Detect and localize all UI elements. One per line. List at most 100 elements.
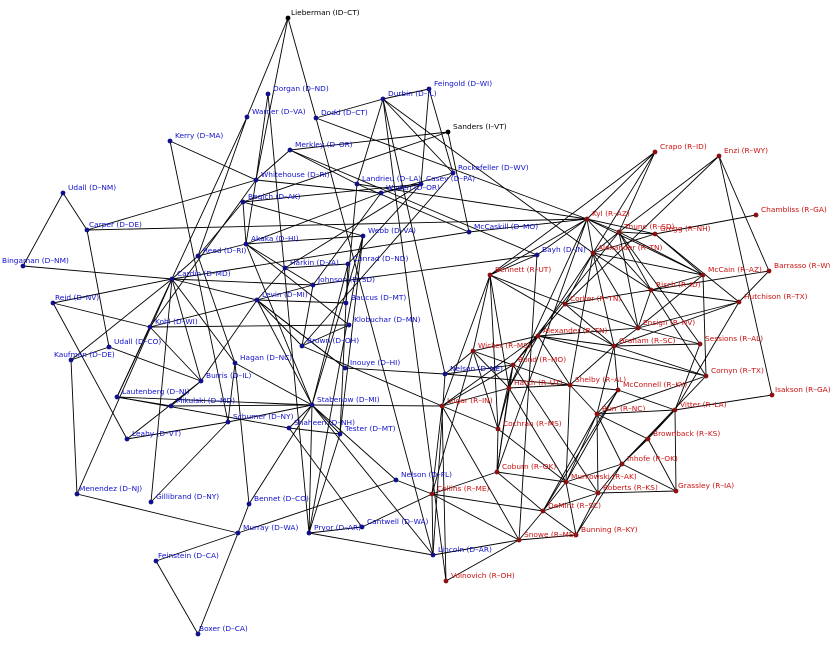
edge-thune-alexander_mid xyxy=(592,231,620,254)
node-bennett xyxy=(487,272,493,278)
edge-cardin-gillibrand xyxy=(150,278,173,503)
node-label-ensign: Ensign (R–NV) xyxy=(643,318,695,327)
edge-kyl-bennett xyxy=(489,218,588,276)
node-boxer xyxy=(195,631,201,637)
node-graham xyxy=(611,343,617,349)
edge-landrieu-baucus xyxy=(345,183,358,304)
edge-harkin-conrad xyxy=(284,263,349,269)
node-nelson_fl xyxy=(393,477,399,483)
node-label-lugar: Lugar (R–IN) xyxy=(447,396,493,405)
edge-stabenow-webb xyxy=(311,235,364,406)
node-label-wyden: Wyden (D–OR) xyxy=(386,183,440,192)
node-tester xyxy=(337,431,343,437)
edge-mccain-risch xyxy=(650,274,704,291)
node-hatch xyxy=(506,385,512,391)
node-whitehouse xyxy=(253,177,259,183)
edge-alexander_mid-corker xyxy=(564,252,594,305)
edge-bennett-corker xyxy=(489,274,566,305)
edge-kyl-gregg xyxy=(586,218,656,235)
edge-mikulski-stabenow xyxy=(170,404,313,407)
node-udall_nm xyxy=(60,190,66,196)
node-brown xyxy=(299,343,305,349)
edge-lieberman-warner xyxy=(246,17,289,118)
edge-burr-brownback xyxy=(596,413,649,440)
node-label-cardin: Cardin (D–MD) xyxy=(177,269,231,278)
edge-shaheen-tester xyxy=(288,427,341,435)
node-label-dorgan: Dorgan (D–ND) xyxy=(273,84,329,93)
edge-cardin-reid xyxy=(52,278,173,304)
edge-bennett-graham xyxy=(489,274,615,347)
node-harkin xyxy=(282,265,288,271)
edge-kaufman-menendez xyxy=(70,359,78,495)
edge-burris-leahy xyxy=(126,380,202,440)
node-kyl xyxy=(584,216,590,222)
node-label-sessions: Sessions (R–AL) xyxy=(705,334,763,343)
node-label-cantwell: Cantwell (D–WA) xyxy=(367,517,429,526)
node-label-reed: Reed (D–RI) xyxy=(203,246,247,255)
edge-kyl-hatch xyxy=(508,218,588,389)
edge-baucus-levin xyxy=(256,299,347,304)
edge-dorgan-pryor xyxy=(267,93,310,534)
edge-inhofe-roberts xyxy=(597,463,623,494)
node-label-vitter: Vitter (R–LA) xyxy=(680,400,727,409)
node-label-rockefeller: Rockefeller (D–WV) xyxy=(458,163,529,172)
edge-whitehouse-carper xyxy=(86,179,257,231)
edge-webb-begich xyxy=(242,201,364,237)
node-merkley xyxy=(287,147,293,153)
node-label-cornyn: Cornyn (R–TX) xyxy=(711,366,764,375)
edge-bennet-hagan xyxy=(234,362,250,505)
edge-shaheen-cantwell xyxy=(288,427,363,528)
node-label-reid: Reid (D–NV) xyxy=(55,293,99,302)
node-landrieu xyxy=(354,181,360,187)
node-sanders xyxy=(445,129,451,135)
node-label-durbin: Durbin (D–IL) xyxy=(388,89,437,98)
edge-hagan-schumer xyxy=(227,362,236,423)
node-casey xyxy=(418,181,424,187)
node-reid xyxy=(50,300,56,306)
node-cochran xyxy=(495,426,501,432)
node-label-hatch: Hatch (R–UT) xyxy=(514,378,563,387)
edge-durbin-alexander_mid xyxy=(382,98,594,254)
edge-barrasso-hutchison xyxy=(738,270,770,303)
node-pryor xyxy=(306,530,312,536)
edge-warner-reed xyxy=(197,116,248,257)
edge-schumer-gillibrand xyxy=(150,421,229,503)
node-label-johnson: Johnson (D–SD) xyxy=(317,275,375,284)
edge-murray-feinstein xyxy=(155,532,239,562)
node-label-burris: Burris (D–IL) xyxy=(206,371,252,380)
node-shelby xyxy=(567,382,573,388)
edge-merkley-whitehouse xyxy=(255,149,291,181)
edge-feingold-casey xyxy=(420,88,430,185)
node-label-murkowski: Murkowski (R–AK) xyxy=(571,472,637,481)
edge-brownback-grassley xyxy=(647,438,677,492)
edge-sanders-merkley xyxy=(289,131,449,151)
node-bayh xyxy=(534,252,540,258)
node-label-snowe: Snowe (R–ME) xyxy=(524,530,577,539)
edge-lugar-voinovich xyxy=(441,405,447,582)
edge-levin-kohl xyxy=(149,299,258,328)
edge-nelson_fl-murray xyxy=(237,479,397,534)
edge-graham-burr xyxy=(596,345,615,415)
edge-lugar-snowe xyxy=(441,405,520,541)
node-label-cochran: Cochran (R–MS) xyxy=(503,419,562,428)
node-label-lautenberg: Lautenberg (D–NJ) xyxy=(122,387,190,396)
node-label-hutchison: Hutchison (R–TX) xyxy=(744,292,808,301)
edge-graham-mcconnell xyxy=(613,345,619,391)
edge-akaka-reed xyxy=(197,243,247,257)
edge-reid-leahy xyxy=(52,302,128,440)
node-label-risch: Risch (R–ID) xyxy=(656,280,701,289)
edge-alexander_mid-risch xyxy=(592,252,652,291)
edge-cochran-coburn xyxy=(496,428,499,473)
edge-alexander-hatch xyxy=(508,335,539,389)
edge-cardin-johnson xyxy=(171,278,314,286)
edge-akaka-harkin xyxy=(245,243,286,269)
node-levin xyxy=(254,297,260,303)
node-rockefeller xyxy=(450,170,456,176)
node-label-bennett: Bennett (R–UT) xyxy=(495,265,551,274)
edge-mccaskill-kyl xyxy=(468,218,588,233)
node-johnson xyxy=(310,282,316,288)
node-corker xyxy=(562,301,568,307)
edge-alexander-shelby xyxy=(537,335,571,386)
edge-cochran-murkowski xyxy=(497,428,567,483)
node-carper xyxy=(84,227,90,233)
